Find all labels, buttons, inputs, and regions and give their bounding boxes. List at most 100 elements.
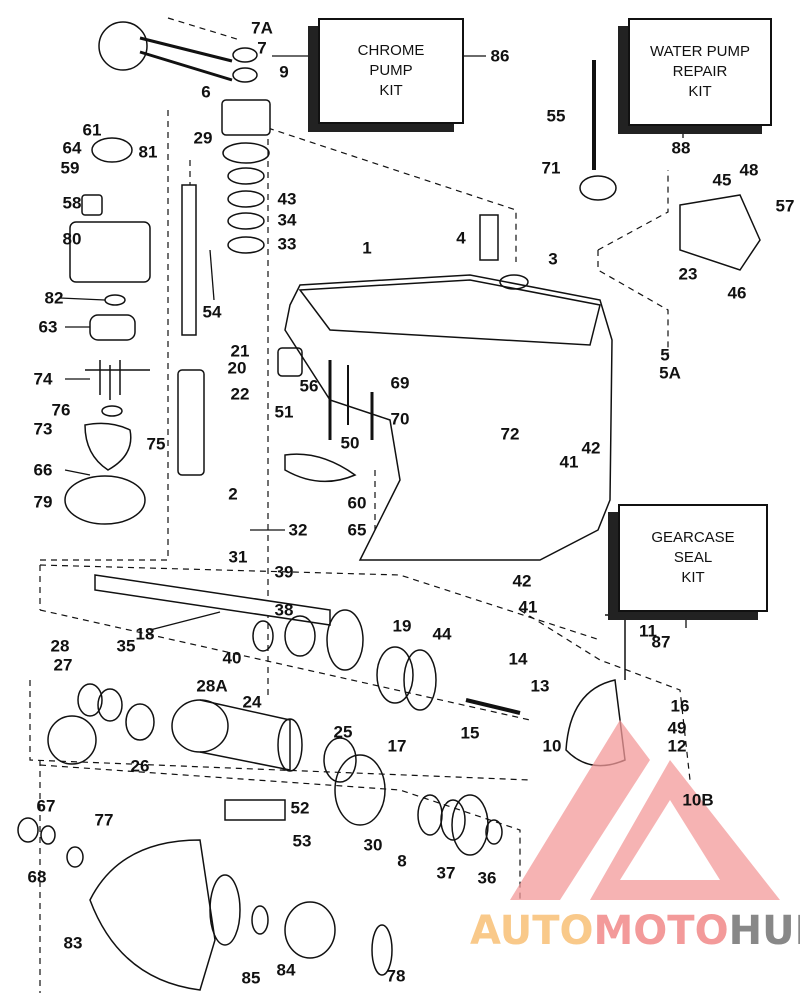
part-label: 57 <box>775 196 795 216</box>
part-label: 29 <box>193 128 213 148</box>
part-label: 59 <box>60 158 80 178</box>
part-label: 38 <box>274 600 294 620</box>
part-label: 18 <box>135 624 155 644</box>
kit-title-line: KIT <box>688 83 712 100</box>
part-label: 7A <box>251 18 273 38</box>
part-label: 5 <box>660 345 670 365</box>
kit-title-line: SEAL <box>673 549 713 566</box>
dashed-group-outlines <box>29 17 691 993</box>
part-label: 71 <box>541 158 561 178</box>
part-label: 22 <box>230 384 250 404</box>
water-pump-housing <box>69 221 151 283</box>
watermark-logo <box>510 720 780 900</box>
kit-title-line: KIT <box>379 82 403 99</box>
leader-lines <box>59 55 687 631</box>
part-label: 13 <box>530 676 550 696</box>
part-label: 25 <box>333 722 353 742</box>
part-label: 58 <box>62 193 82 213</box>
part-label: 48 <box>739 160 759 180</box>
part-label: 69 <box>390 373 410 393</box>
part-label: 46 <box>727 283 747 303</box>
watermark-auto: AUTO <box>470 908 594 954</box>
part-label: 50 <box>340 433 360 453</box>
part-label: 7 <box>257 38 267 58</box>
part-label: 40 <box>222 648 242 668</box>
part-label: 51 <box>274 402 294 422</box>
part-label: 53 <box>292 831 312 851</box>
kit-title-line: PUMP <box>369 62 413 79</box>
part-label: 73 <box>33 419 53 439</box>
kit-ref-88: 88 <box>671 138 691 158</box>
part-label: 28A <box>196 676 228 696</box>
watermark-moto: MOTO <box>593 908 729 954</box>
kit-title-line: WATER PUMP <box>650 43 750 60</box>
part-label: 24 <box>242 692 262 712</box>
part-label: 31 <box>228 547 248 567</box>
part-label: 33 <box>277 234 297 254</box>
part-label: 83 <box>63 933 83 953</box>
gearcase-housing <box>284 274 613 561</box>
kit-title-line: CHROME <box>357 42 425 59</box>
part-label: 43 <box>277 189 297 209</box>
part-label: 61 <box>82 120 102 140</box>
gearcase-seal-kit-box: GEARCASE SEAL KIT <box>618 504 768 612</box>
part-label: 82 <box>44 288 64 308</box>
pinion-bearing-housing <box>177 369 205 476</box>
part-label: 56 <box>299 376 319 396</box>
part-label: 28 <box>50 636 70 656</box>
part-label: 81 <box>138 142 158 162</box>
part-label: 10B <box>682 790 714 810</box>
part-label: 77 <box>94 810 114 830</box>
part-label: 52 <box>290 798 310 818</box>
part-label: 37 <box>436 863 456 883</box>
part-label: 21 <box>230 341 250 361</box>
part-label: 70 <box>390 409 410 429</box>
part-label: 19 <box>392 616 412 636</box>
part-label: 68 <box>27 867 47 887</box>
part-label: 39 <box>274 562 294 582</box>
part-label: 6 <box>201 82 211 102</box>
part-label: 80 <box>62 229 82 249</box>
part-label: 2 <box>228 484 238 504</box>
part-label: 76 <box>51 400 71 420</box>
part-label: 27 <box>53 655 73 675</box>
part-label: 45 <box>712 170 732 190</box>
part-label: 34 <box>277 210 297 230</box>
water-pump-repair-kit-box: WATER PUMP REPAIR KIT <box>628 18 772 126</box>
part-label: 20 <box>227 358 247 378</box>
part-label: 78 <box>386 966 406 986</box>
part-label: 79 <box>33 492 53 512</box>
part-label: 5A <box>659 363 681 383</box>
kit-ref-86: 86 <box>490 46 510 66</box>
part-label: 72 <box>500 424 520 444</box>
part-label: 41 <box>518 597 538 617</box>
part-label: 66 <box>33 460 53 480</box>
part-label: 55 <box>546 106 566 126</box>
part-label: 11 <box>639 621 657 641</box>
part-label: 64 <box>62 138 82 158</box>
kit-title-line: GEARCASE <box>651 529 735 546</box>
detail-inset-circle-2 <box>47 715 97 765</box>
propeller <box>89 839 216 991</box>
part-label: 60 <box>347 493 367 513</box>
part-label: 1 <box>362 238 372 258</box>
part-label: 35 <box>116 636 136 656</box>
watermark-hub: HUB <box>728 908 800 954</box>
part-label: 16 <box>670 696 690 716</box>
part-label: 67 <box>36 796 56 816</box>
part-label: 84 <box>276 960 296 980</box>
part-label: 4 <box>456 228 466 248</box>
part-label: 63 <box>38 317 58 337</box>
part-label: 9 <box>279 62 289 82</box>
part-label: 32 <box>288 520 308 540</box>
part-label: 23 <box>678 264 698 284</box>
part-label: 75 <box>146 434 166 454</box>
chrome-pump-kit-box: CHROME PUMP KIT <box>318 18 464 124</box>
part-label: 74 <box>33 369 53 389</box>
part-label: 17 <box>387 736 407 756</box>
part-label: 54 <box>202 302 222 322</box>
part-label: 10 <box>542 736 562 756</box>
part-label: 44 <box>432 624 452 644</box>
part-label: 3 <box>548 249 558 269</box>
